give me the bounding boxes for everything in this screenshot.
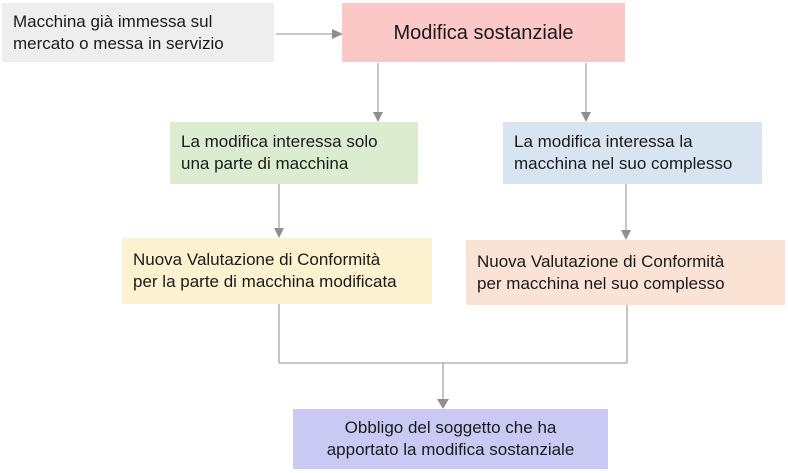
box-valutazione-conformita-parte: Nuova Valutazione di Conformità per la p…: [122, 238, 432, 304]
arrow-modifica-to-parte: [373, 63, 383, 122]
merge-connector: [278, 304, 628, 364]
arrow-start-to-modifica: [276, 29, 343, 39]
box-valutazione-conformita-complesso: Nuova Valutazione di Conformità per macc…: [466, 240, 785, 305]
box-obbligo-soggetto: Obbligo del soggetto che ha apportato la…: [293, 409, 608, 469]
box-macchina-gia-immessa: Macchina già immessa sul mercato o messa…: [2, 3, 274, 62]
box-modifica-macchina-complesso: La modifica interessa la macchina nel su…: [503, 122, 762, 184]
arrow-complesso-to-valutazione-complesso: [621, 184, 631, 240]
arrow-parte-to-valutazione-parte: [274, 184, 284, 238]
box-modifica-sostanziale: Modifica sostanziale: [342, 3, 625, 62]
arrow-merge-to-obbligo: [437, 363, 449, 409]
arrow-modifica-to-complesso: [581, 63, 591, 122]
box-modifica-parte-macchina: La modifica interessa solo una parte di …: [170, 122, 418, 184]
